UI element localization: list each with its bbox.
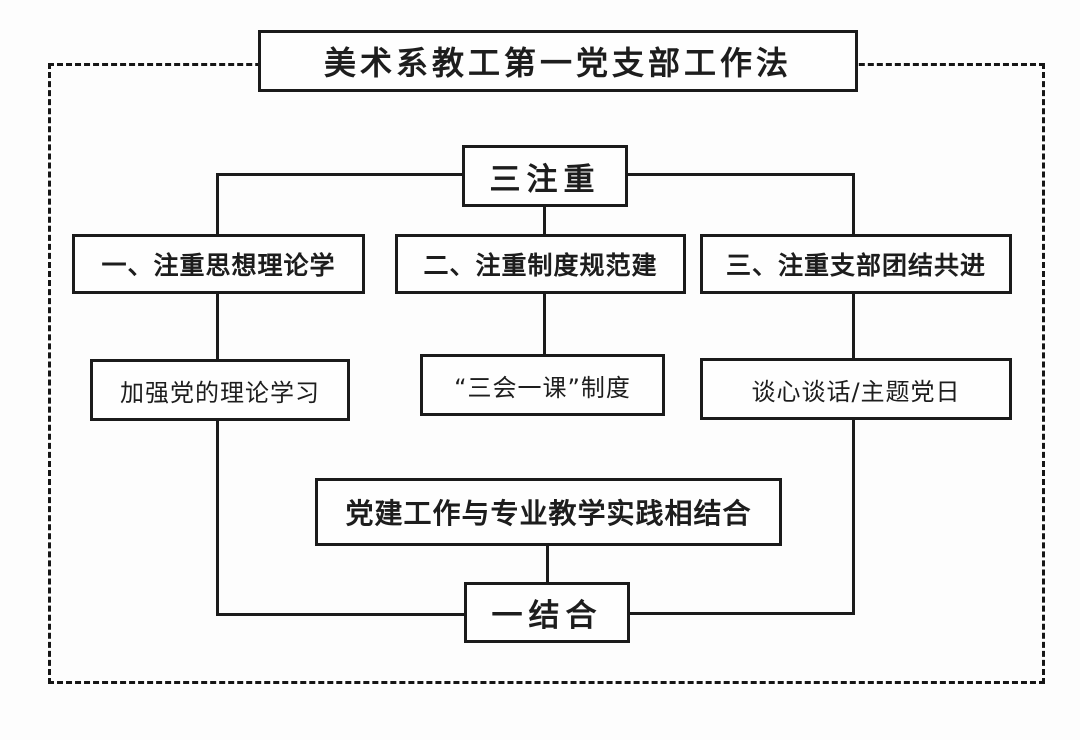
- connector-bottom-left-vertical: [216, 419, 219, 616]
- node-detail-2-label: “三会一课”制度: [454, 373, 631, 402]
- node-emphasis-1-label: 一、注重思想理论学: [101, 251, 336, 280]
- connector-top-right-horizontal: [626, 173, 855, 176]
- connector-bottom-right-horizontal: [628, 612, 855, 615]
- connector-bottom-left-horizontal: [216, 613, 466, 616]
- node-combine-label: 党建工作与专业教学实践相结合: [345, 497, 752, 530]
- node-one-combination-label: 一结合: [491, 598, 603, 634]
- node-combine: 党建工作与专业教学实践相结合: [315, 478, 782, 546]
- connector-branch1-vertical: [216, 292, 219, 361]
- node-emphasis-2-label: 二、注重制度规范建: [423, 251, 658, 280]
- node-three-emphases-hub: 三注重: [462, 145, 628, 207]
- node-emphasis-2: 二、注重制度规范建: [395, 234, 686, 294]
- node-one-combination-hub: 一结合: [464, 582, 630, 643]
- node-detail-3: 谈心谈话/主题党日: [700, 358, 1012, 420]
- diagram-title-box: 美术系教工第一党支部工作法: [258, 30, 858, 92]
- connector-top-middle-vertical: [543, 205, 546, 236]
- node-detail-1-label: 加强党的理论学习: [120, 378, 320, 407]
- connector-top-right-vertical: [852, 173, 855, 236]
- node-emphasis-3: 三、注重支部团结共进: [700, 234, 1012, 294]
- connector-bottom-right-vertical: [852, 418, 855, 615]
- diagram-title: 美术系教工第一党支部工作法: [323, 44, 792, 82]
- node-detail-3-label: 谈心谈话/主题党日: [751, 377, 961, 406]
- node-detail-1: 加强党的理论学习: [90, 359, 350, 421]
- node-three-emphases-label: 三注重: [489, 161, 601, 198]
- node-emphasis-1: 一、注重思想理论学: [72, 234, 365, 294]
- connector-top-left-vertical: [216, 173, 219, 236]
- node-emphasis-3-label: 三、注重支部团结共进: [725, 251, 986, 280]
- connector-branch2-vertical: [543, 292, 546, 356]
- node-detail-2: “三会一课”制度: [420, 354, 665, 416]
- connector-top-left-horizontal: [216, 173, 465, 176]
- connector-branch3-vertical: [852, 292, 855, 360]
- connector-combine-vertical: [546, 544, 549, 584]
